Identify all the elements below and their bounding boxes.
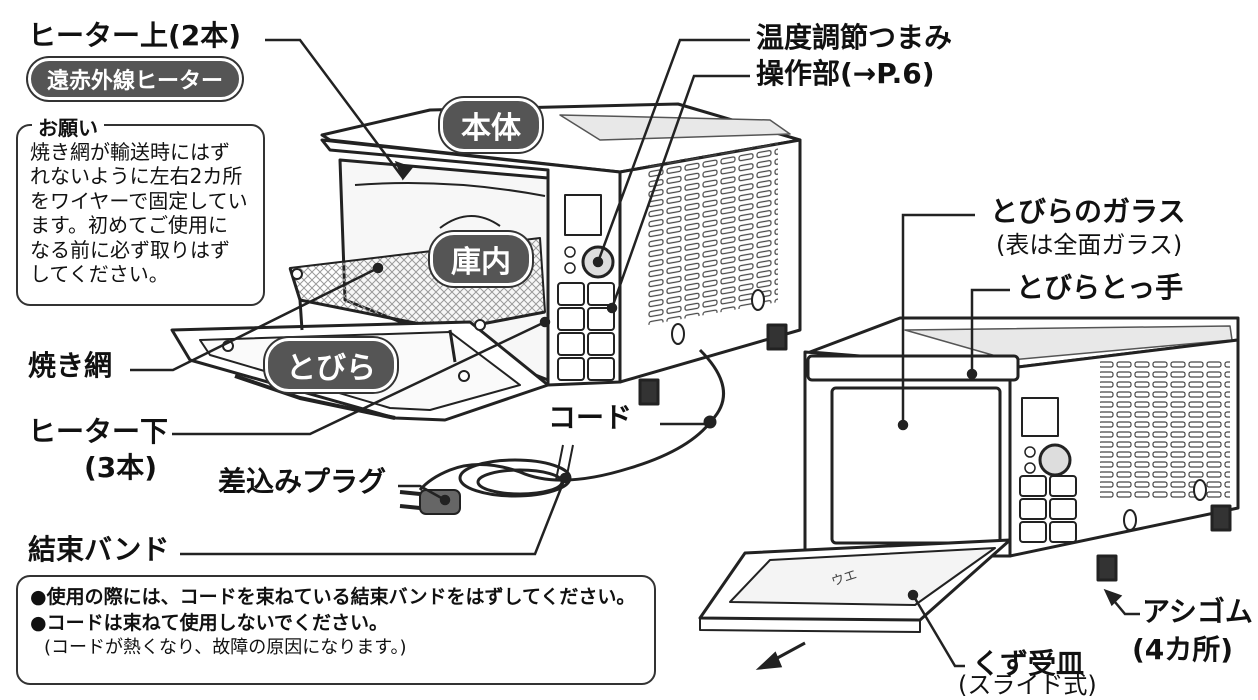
oven-display xyxy=(564,194,602,236)
heater-top-element xyxy=(354,182,546,197)
warning-line-1: ●使用の際には、コードを束ねている結束バンドをはずしてください。 xyxy=(30,586,636,608)
warning-line-2: ●コードは束ねて使用しないでください。 xyxy=(30,611,389,634)
badge-door: とびら xyxy=(265,338,397,392)
label-heater-bottom-1: ヒーター下 xyxy=(28,415,169,448)
right-oven-knob xyxy=(1038,443,1072,477)
door-glass xyxy=(830,386,1002,545)
tray-arrow xyxy=(755,641,806,670)
label-temp-knob: 温度調節つまみ xyxy=(756,21,953,54)
right-oven xyxy=(698,316,1240,633)
badge-far-infrared: 遠赤外線ヒーター xyxy=(28,58,243,100)
label-door-glass-note: (表は全面ガラス) xyxy=(996,231,1183,259)
request-note-title: お願い xyxy=(32,112,104,141)
label-door-handle: とびらとっ手 xyxy=(1016,271,1184,304)
warning-line-3: (コードが熱くなり、故障の原因になります。) xyxy=(44,637,407,659)
power-plug xyxy=(399,489,461,515)
label-feet-count: (4カ所) xyxy=(1132,633,1234,666)
right-oven-foot xyxy=(1210,504,1232,532)
warning-box: ●使用の際には、コードを束ねている結束バンドをはずしてください。 ●コードは束ね… xyxy=(16,575,656,685)
oven-foot xyxy=(638,378,660,406)
label-cord: コード xyxy=(548,401,633,434)
badge-body: 本体 xyxy=(440,98,542,152)
request-note-box: お願い 焼き網が輸送時にはず れないように左右2カ所 をワイヤーで固定してい ま… xyxy=(16,112,265,306)
right-oven-foot xyxy=(1096,554,1118,582)
label-feet: アシゴム xyxy=(1142,595,1253,628)
oven-foot xyxy=(766,323,788,351)
label-crumb-tray: くず受皿 xyxy=(972,647,1085,680)
badge-oven-interior: 庫内 xyxy=(430,232,532,286)
label-plug: 差込みプラグ xyxy=(218,465,387,498)
label-door-glass: とびらのガラス xyxy=(990,195,1186,228)
leader-lines xyxy=(130,38,1140,668)
label-crumb-tray-note: (スライド式) xyxy=(958,671,1097,699)
right-oven-handle xyxy=(806,354,1020,382)
power-cord xyxy=(418,348,726,498)
label-heater-top: ヒーター上(2本) xyxy=(28,19,242,52)
label-grill-rack: 焼き網 xyxy=(28,349,113,382)
label-heater-bottom-2: (3本) xyxy=(84,451,158,484)
oven-buttons xyxy=(557,282,615,381)
request-note-body: 焼き網が輸送時にはず れないように左右2カ所 をワイヤーで固定してい ます。初め… xyxy=(30,140,248,286)
label-control-panel: 操作部(→P.6) xyxy=(756,57,935,90)
label-binding-band: 結束バンド xyxy=(28,533,170,566)
